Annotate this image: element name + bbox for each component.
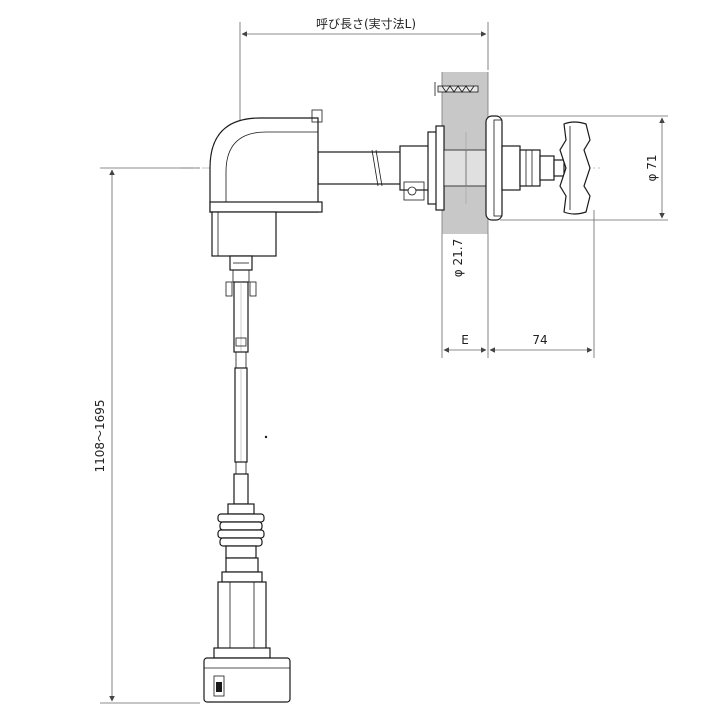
anchor-screw xyxy=(434,82,479,96)
dimension-diameter-71: φ 71 xyxy=(500,115,668,221)
offset-e-label: E xyxy=(461,333,469,347)
dimension-e-74: E 74 xyxy=(441,210,595,358)
dimension-diameter-21-7: φ 21.7 xyxy=(451,150,467,277)
elbow-fitting xyxy=(209,109,323,257)
bottom-valve-body xyxy=(203,557,291,703)
outer-flange xyxy=(485,115,565,221)
handle-knob[interactable] xyxy=(559,121,591,215)
diameter-21-7-label: φ 21.7 xyxy=(451,239,465,277)
horizontal-pipe xyxy=(317,149,405,187)
vertical-rod xyxy=(225,255,268,505)
height-range-label: 1108～1695 xyxy=(93,399,107,472)
bellows-coupling xyxy=(217,503,265,559)
diameter-71-label: φ 71 xyxy=(645,155,659,182)
length-74-label: 74 xyxy=(532,333,547,347)
dimension-height-range: 1108～1695 xyxy=(93,167,200,704)
nominal-length-label: 呼び長さ(実寸法L) xyxy=(316,16,416,31)
